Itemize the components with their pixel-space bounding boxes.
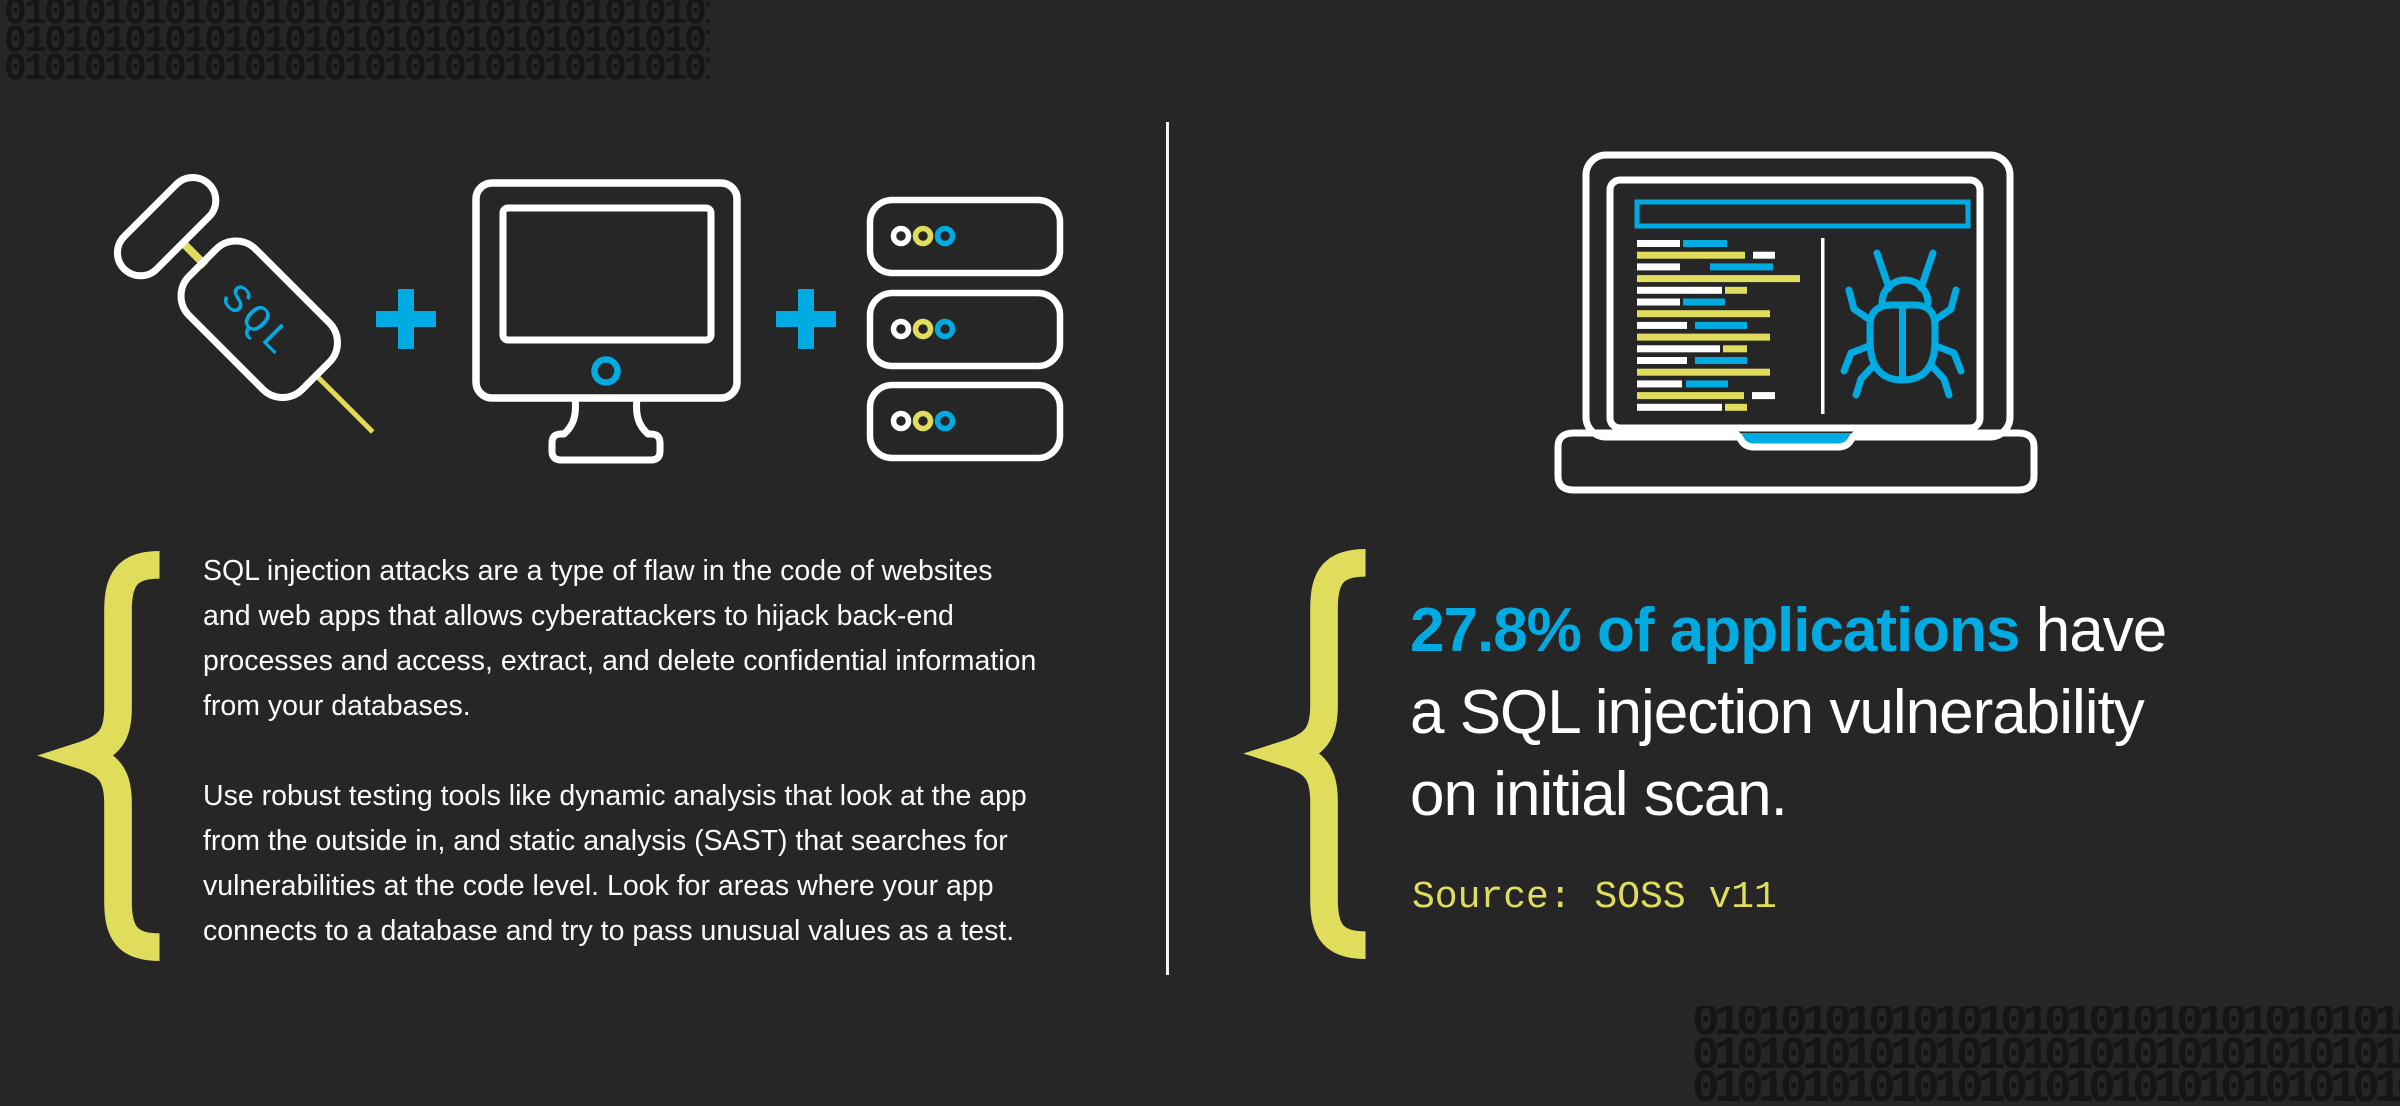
server-unit xyxy=(866,196,1064,277)
binary-pattern-top-left: 0101010101010101010101010101010101010101… xyxy=(4,0,710,86)
code-line-segment xyxy=(1637,310,1770,318)
monitor-frame xyxy=(472,179,741,402)
stat-highlight: 27.8% of applications xyxy=(1410,596,2021,665)
code-line-segment xyxy=(1637,240,1680,247)
code-line-segment xyxy=(1752,392,1775,400)
right-brace-icon xyxy=(1243,549,1367,959)
code-line-segment xyxy=(1637,392,1744,400)
monitor-screen xyxy=(499,204,715,344)
binary-row: 0101010101010101010101010101010101010101… xyxy=(4,48,710,87)
screen-divider-line xyxy=(1821,238,1825,414)
left-brace-icon xyxy=(37,551,161,961)
code-line-segment xyxy=(1637,251,1745,259)
sql-syringe-icon: SQL xyxy=(113,173,375,434)
plus-icon xyxy=(776,289,836,349)
code-line-segment xyxy=(1637,286,1722,294)
binary-row: 0101010101010101010101010101010101010101… xyxy=(1692,1006,2400,1048)
laptop-bug-scan-icon xyxy=(1554,151,2038,494)
code-line-segment xyxy=(1683,240,1727,247)
code-line-segment xyxy=(1695,357,1747,364)
headline-line-2: a SQL injection vulnerability xyxy=(1410,678,2145,747)
code-line-segment xyxy=(1637,333,1770,341)
computer-monitor-icon xyxy=(472,179,741,464)
code-line-segment xyxy=(1723,345,1747,353)
code-line-segment xyxy=(1686,380,1728,388)
code-line-segment xyxy=(1637,403,1722,411)
code-line-segment xyxy=(1695,321,1747,329)
sql-description-text: SQL injection attacks are a type of flaw… xyxy=(203,549,1203,954)
code-line-segment xyxy=(1637,298,1680,306)
headline-line-3: on initial scan. xyxy=(1410,760,1788,829)
monitor-power-button xyxy=(591,356,621,386)
bug-icon xyxy=(1840,249,1965,399)
headline-line-1-rest: have xyxy=(2019,596,2167,665)
code-line-segment xyxy=(1637,380,1682,388)
code-line-segment xyxy=(1637,345,1720,353)
server-stack-icon xyxy=(866,196,1064,462)
code-line-segment xyxy=(1725,286,1747,294)
code-line-segment xyxy=(1637,357,1687,364)
server-unit xyxy=(866,289,1064,370)
section-divider xyxy=(1166,122,1169,975)
syringe-handle xyxy=(113,173,220,280)
code-line-segment xyxy=(1637,321,1687,329)
code-line-segment xyxy=(1637,263,1680,271)
syringe-needle xyxy=(314,373,375,434)
description-paragraph-1: SQL injection attacks are a type of flaw… xyxy=(203,555,1037,722)
binary-row: 0101010101010101010101010101010101010101… xyxy=(1692,1029,2400,1082)
monitor-stand xyxy=(548,397,664,464)
code-line-segment xyxy=(1725,403,1747,411)
code-line-segment xyxy=(1637,368,1770,376)
code-line-segment xyxy=(1710,263,1773,271)
headline-line-1: 27.8% of applications have xyxy=(1410,590,2310,672)
code-line-segment xyxy=(1753,251,1775,259)
server-unit xyxy=(866,381,1064,462)
code-line-segment xyxy=(1683,298,1725,306)
stat-headline: 27.8% of applications have a SQL injecti… xyxy=(1410,590,2310,836)
laptop-screen xyxy=(1606,176,1984,432)
description-paragraph-2: Use robust testing tools like dynamic an… xyxy=(203,780,1027,947)
syringe-barrel xyxy=(177,237,341,401)
code-line-segment xyxy=(1637,275,1800,283)
laptop-base xyxy=(1554,429,2038,494)
browser-address-bar xyxy=(1634,199,1971,229)
binary-row: 0101010101010101010101010101010101010101… xyxy=(4,0,710,35)
binary-row: 0101010101010101010101010101010101010101… xyxy=(1692,1063,2400,1106)
source-citation: Source: SOSS v11 xyxy=(1412,876,1777,919)
binary-row: 0101010101010101010101010101010101010101… xyxy=(4,20,710,63)
laptop-hinge-highlight xyxy=(1741,433,1851,446)
plus-icon xyxy=(376,289,436,349)
code-lines xyxy=(1637,240,1800,411)
